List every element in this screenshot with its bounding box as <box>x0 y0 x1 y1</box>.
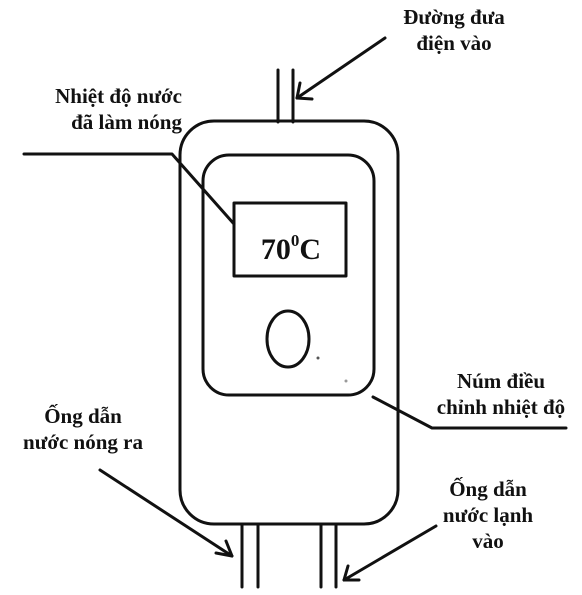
display-value: 70 <box>260 233 291 266</box>
temperature-display <box>232 201 348 278</box>
label-power-line: Đường đưa điện vào <box>403 5 505 55</box>
power-arrow-head <box>295 81 314 101</box>
hot-arrow-head <box>214 539 234 558</box>
display-temperature: 700C <box>236 224 346 267</box>
knob-leader <box>371 395 568 430</box>
label-cold-inlet: Ống dẫn nước lạnh vào <box>442 477 534 553</box>
label-knob: Núm điều chỉnh nhiệt độ <box>436 369 566 419</box>
hot-arrow-line <box>98 468 234 558</box>
control-panel <box>201 153 376 397</box>
display-unit: C <box>299 233 322 266</box>
label-water-temperature: Nhiệt độ nước đã làm nóng <box>55 84 182 134</box>
display-degree: 0 <box>290 231 300 250</box>
smudge-dot <box>344 379 348 383</box>
power-arrow-line <box>295 36 387 100</box>
water-temp-leader <box>22 152 236 226</box>
heater-body <box>178 119 400 526</box>
cold-arrow-line <box>342 524 438 582</box>
cold-arrow-head <box>342 564 361 582</box>
temperature-knob <box>265 309 311 369</box>
smudge-dot <box>316 356 320 360</box>
label-hot-outlet: Ống dẫn nước nóng ra <box>23 404 143 454</box>
